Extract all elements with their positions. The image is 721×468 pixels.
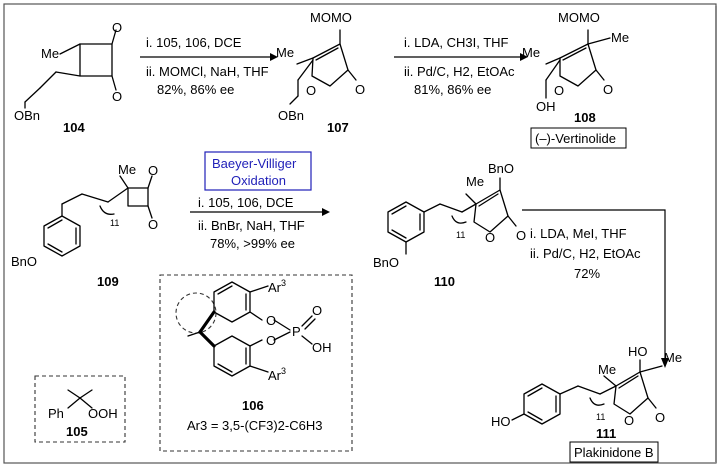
chain-length-label: 11 <box>456 230 465 240</box>
oxygen-label: O <box>112 20 122 35</box>
ring-oxygen-label: O <box>485 230 495 245</box>
compound-105: Ph OOH 105 <box>34 375 126 443</box>
compound-number-107: 107 <box>327 120 349 135</box>
momo-label: MOMO <box>310 10 352 25</box>
compound-111: HO Me Me O O 11 HO 111 Plakinidone B <box>491 344 682 463</box>
step3-reagents: i. 105, 106, DCE <box>198 195 294 210</box>
compound-number-108: 108 <box>574 110 596 125</box>
compound-number-109: 109 <box>97 274 119 289</box>
ring-oxygen-label: O <box>306 83 316 98</box>
step4-reagents: i. LDA, MeI, THF <box>530 226 627 241</box>
phenyl-label: Ph <box>48 406 64 421</box>
baeyer-villiger-box: Baeyer-Villiger Oxidation <box>204 151 312 191</box>
compound-106: O O P O OH Ar3 Ar3 106 Ar3 = 3,5-(CF3)2-… <box>159 274 353 452</box>
bno-label: BnO <box>11 254 37 269</box>
compound-number-111: 111 <box>596 426 616 441</box>
oxygen-label: O <box>312 303 322 318</box>
oxygen-label: O <box>266 313 276 328</box>
phosphorus-label: P <box>292 324 301 339</box>
momo-label: MOMO <box>558 10 600 25</box>
plakinidone-box <box>569 441 659 463</box>
reaction-arrow-1: i. 105, 106, DCE ii. MOMCl, NaH, THF 82%… <box>140 35 278 97</box>
step3-reagents-2: ii. BnBr, NaH, THF <box>198 218 305 233</box>
methyl-label: Me <box>276 45 294 60</box>
step2-reagents: i. LDA, CH3I, THF <box>404 35 509 50</box>
ring-oxygen-label: O <box>554 83 564 98</box>
compound-108: MOMO Me Me O O OH 108 (–)-Vertinolide <box>522 10 629 149</box>
aryl-label: Ar3 <box>268 278 286 295</box>
hydroxyl-label: OH <box>312 340 332 355</box>
step4-reagents-2: ii. Pd/C, H2, EtOAc <box>530 246 641 261</box>
hydroxyl-label: HO <box>491 414 511 429</box>
obn-label: OBn <box>14 108 40 123</box>
chain-length-label: 11 <box>596 412 605 422</box>
step2-reagents-2: ii. Pd/C, H2, EtOAc <box>404 64 515 79</box>
hydroxyl-label: OH <box>536 99 556 114</box>
bno-label: BnO <box>488 161 514 176</box>
step2-yield: 81%, 86% ee <box>414 82 491 97</box>
obn-label: OBn <box>278 108 304 123</box>
compound-number-104: 104 <box>63 120 85 135</box>
compound-104: Me O O OBn 104 <box>14 20 122 135</box>
methyl-label: Me <box>664 350 682 365</box>
methyl-label: Me <box>118 162 136 177</box>
aryl-definition: Ar3 = 3,5-(CF3)2-C6H3 <box>187 418 322 433</box>
chain-length-label: 11 <box>110 218 119 228</box>
reaction-arrow-4: i. LDA, MeI, THF ii. Pd/C, H2, EtOAc 72% <box>522 209 669 368</box>
oxygen-label: O <box>148 217 158 232</box>
methyl-label: Me <box>522 45 540 60</box>
carbonyl-oxygen-label: O <box>655 410 665 425</box>
hydroxyl-label: HO <box>628 344 648 359</box>
reaction-arrow-3: i. 105, 106, DCE ii. BnBr, NaH, THF 78%,… <box>190 195 330 251</box>
reaction-arrow-2: i. LDA, CH3I, THF ii. Pd/C, H2, EtOAc 81… <box>394 35 528 97</box>
compound-number-105: 105 <box>66 424 88 439</box>
compound-110: Me BnO O O 11 BnO 110 <box>373 161 526 289</box>
compound-number-110: 110 <box>434 274 455 289</box>
plakinidone-name: Plakinidone B <box>574 445 654 460</box>
methyl-label: Me <box>611 30 629 45</box>
vertinolide-box <box>530 127 627 149</box>
step1-reagents: i. 105, 106, DCE <box>146 35 242 50</box>
ring-oxygen-label: O <box>624 413 634 428</box>
oxygen-label: O <box>112 89 122 104</box>
step3-yield: 78%, >99% ee <box>210 236 295 251</box>
bno-label: BnO <box>373 255 399 270</box>
compound-109: Me O O 11 BnO 109 <box>11 162 158 289</box>
step1-reagents-2: ii. MOMCl, NaH, THF <box>146 64 269 79</box>
hydroperoxide-label: OOH <box>88 406 118 421</box>
aryl-label: Ar3 <box>268 366 286 383</box>
carbonyl-oxygen-label: O <box>603 82 613 97</box>
vertinolide-name: (–)-Vertinolide <box>535 131 616 146</box>
step4-yield: 72% <box>574 266 600 281</box>
methyl-label: Me <box>41 46 59 61</box>
baeyer-villiger-label: Baeyer-Villiger <box>212 156 297 171</box>
carbonyl-oxygen-label: O <box>516 228 526 243</box>
carbonyl-oxygen-label: O <box>355 82 365 97</box>
oxygen-label: O <box>266 333 276 348</box>
oxidation-label: Oxidation <box>231 173 286 188</box>
step1-yield: 82%, 86% ee <box>157 82 234 97</box>
compound-107: MOMO Me O O OBn 107 <box>276 10 365 135</box>
compound-number-106: 106 <box>242 398 264 413</box>
methyl-label: Me <box>466 174 484 189</box>
methyl-label: Me <box>598 362 616 377</box>
oxygen-label: O <box>148 163 158 178</box>
